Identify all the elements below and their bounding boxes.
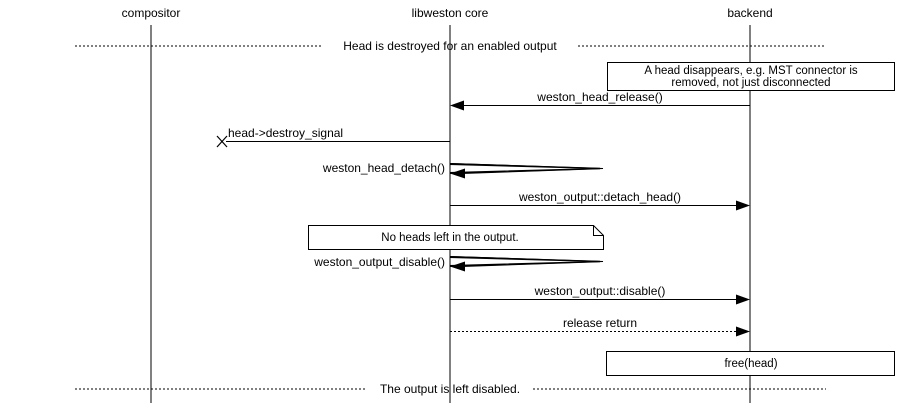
message-weston-output-disable-label: weston_output::disable() [534, 284, 666, 298]
note-mst-connector-line-1: A head disappears, e.g. MST connector is [644, 65, 858, 77]
lost-message-x-icon [216, 135, 228, 148]
message-weston-output-detach-head-label: weston_output::detach_head() [518, 190, 681, 204]
message-weston-output-disable-call-arrowhead [450, 261, 465, 272]
message-release-return: release return [450, 316, 750, 337]
message-weston-head-detach-arrowhead [450, 168, 465, 179]
note-free-head-box [606, 351, 895, 376]
message-weston-output-disable-call: weston_output_disable() [313, 255, 604, 272]
message-weston-output-detach-head-arrowhead [736, 200, 750, 211]
note-no-heads-left: No heads left in the output. [308, 225, 604, 250]
message-release-return-arrowhead [736, 326, 750, 337]
message-head-destroy-signal-label: head->destroy_signal [228, 126, 343, 140]
message-weston-output-disable-call-line-back [461, 261, 601, 267]
message-weston-output-disable-call-shape [449, 255, 604, 268]
note-no-heads-left-fold [593, 225, 604, 236]
message-weston-output-detach-head: weston_output::detach_head() [450, 190, 750, 211]
message-release-return-label: release return [563, 316, 637, 330]
note-free-head-label: free(head) [724, 358, 777, 370]
note-mst-connector-line-2: removed, not just disconnected [671, 77, 830, 89]
note-mst-connector: A head disappears, e.g. MST connector is… [607, 62, 895, 91]
lifeline-label-backend: backend [727, 6, 772, 20]
message-weston-head-detach-line-back [461, 168, 601, 174]
message-weston-head-release: weston_head_release() [450, 90, 750, 111]
note-no-heads-left-line-1: No heads left in the output. [381, 232, 518, 244]
lost-message-x-stroke-2 [216, 135, 228, 148]
separator-bottom: The output is left disabled. [75, 382, 826, 396]
lifeline-label-compositor: compositor [122, 6, 181, 20]
separator-top-label: Head is destroyed for an enabled output [343, 39, 557, 53]
message-weston-head-release-label: weston_head_release() [536, 90, 662, 104]
message-weston-head-release-arrowhead [450, 100, 464, 111]
message-weston-output-disable-call-label: weston_output_disable() [313, 255, 445, 269]
message-head-destroy-signal: head->destroy_signal [216, 126, 450, 148]
note-no-heads-left-box [308, 225, 604, 250]
message-weston-head-detach: weston_head_detach() [322, 161, 604, 179]
message-weston-output-disable-call-line-out [449, 256, 601, 262]
message-weston-head-detach-label: weston_head_detach() [322, 161, 445, 175]
message-weston-output-disable: weston_output::disable() [450, 284, 750, 305]
separator-bottom-label: The output is left disabled. [380, 382, 520, 396]
message-weston-head-detach-shape [449, 162, 604, 175]
message-weston-output-disable-arrowhead [736, 294, 750, 305]
separator-top: Head is destroyed for an enabled output [75, 39, 826, 53]
note-mst-connector-box [607, 62, 895, 91]
lifeline-label-libweston-core: libweston core [412, 6, 489, 20]
lifeline-headers: compositor libweston core backend [122, 6, 773, 20]
message-weston-head-detach-line-out [449, 163, 601, 169]
note-free-head: free(head) [606, 351, 895, 376]
